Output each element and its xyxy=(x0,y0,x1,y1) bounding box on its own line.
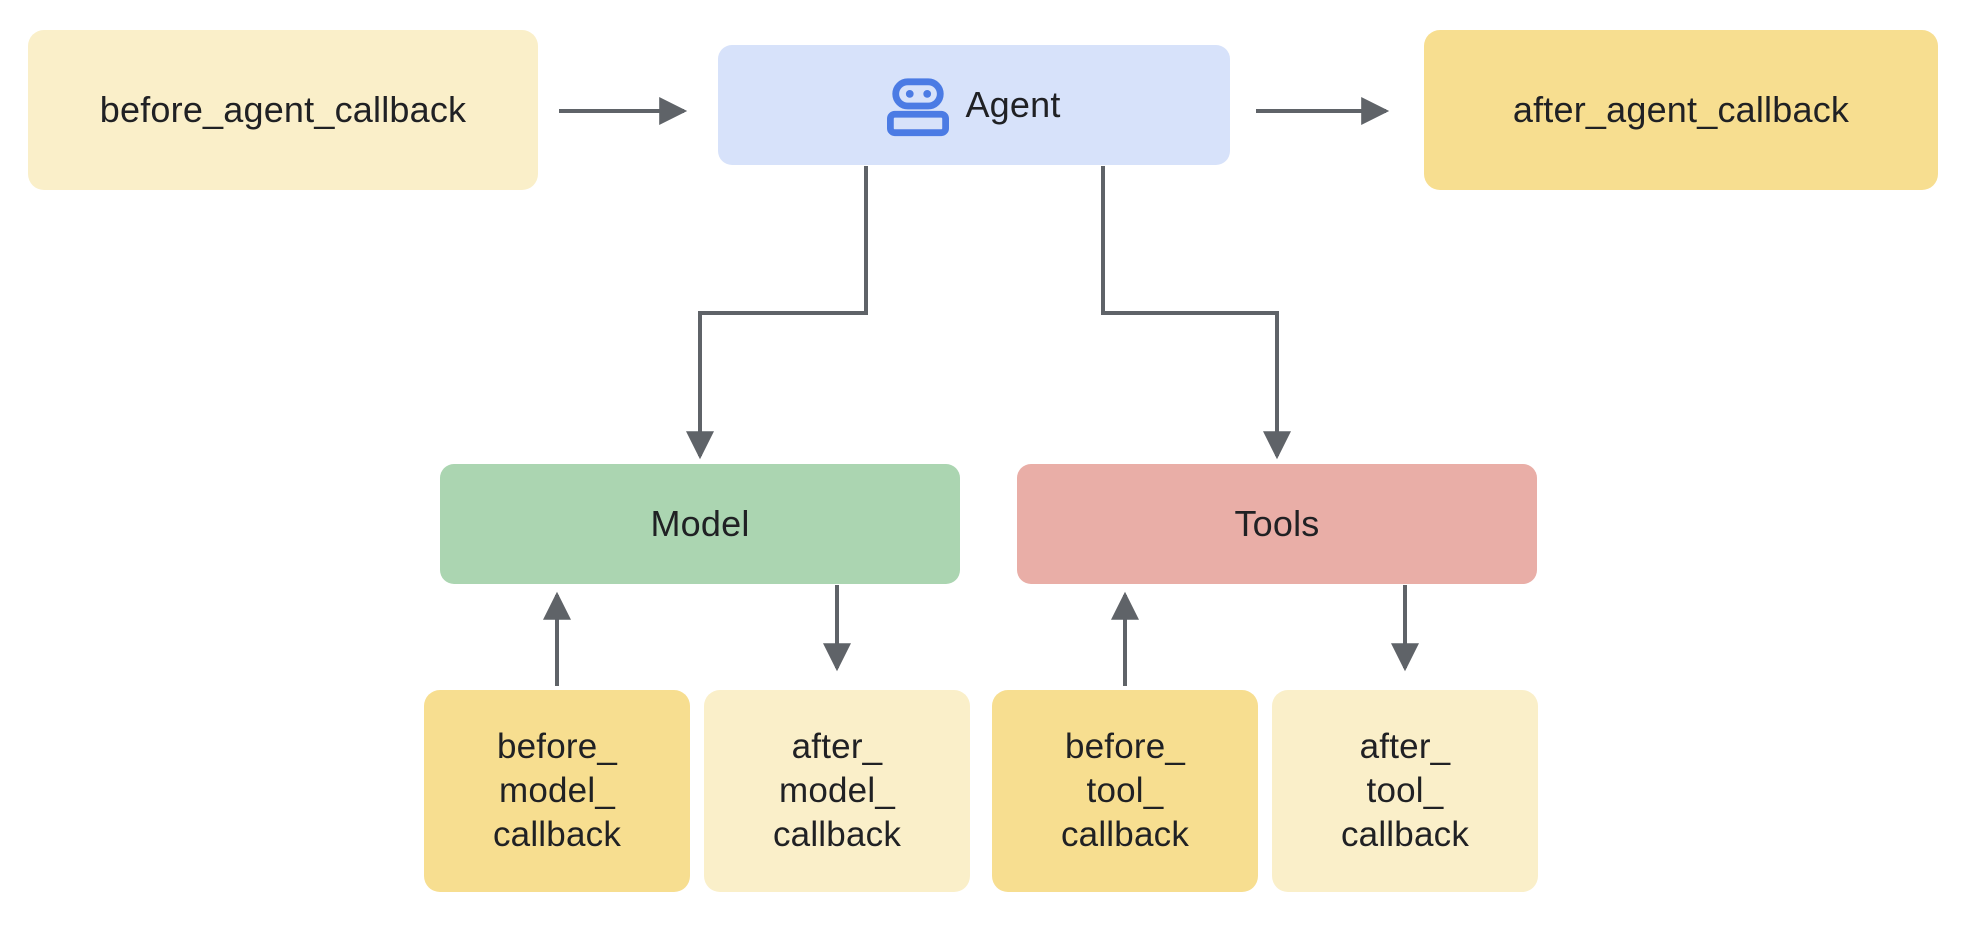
node-after-model-callback: after_ model_ callback xyxy=(704,690,970,892)
node-label-line: callback xyxy=(492,815,622,854)
node-label-line: before_ xyxy=(496,727,618,766)
node-label-line: callback xyxy=(772,815,902,854)
node-label: Model xyxy=(650,503,750,544)
edge-agent-to-tools xyxy=(1101,166,1291,460)
node-before-agent-callback: before_agent_callback xyxy=(28,30,538,190)
node-label-line: callback xyxy=(1060,815,1190,854)
node-label-line: callback xyxy=(1340,815,1470,854)
node-label: before_ model_ callback xyxy=(493,725,621,857)
node-label-line: model_ xyxy=(499,771,615,810)
node-label-line: model_ xyxy=(779,771,895,810)
robot-icon xyxy=(887,77,950,137)
node-label-line: before_ xyxy=(1064,727,1186,766)
node-tools: Tools xyxy=(1017,464,1537,584)
node-after-tool-callback: after_ tool_ callback xyxy=(1272,690,1538,892)
node-before-model-callback: before_ model_ callback xyxy=(424,690,690,892)
node-label: before_agent_callback xyxy=(99,89,467,130)
node-label: Tools xyxy=(1234,503,1320,544)
node-before-tool-callback: before_ tool_ callback xyxy=(992,690,1258,892)
node-model: Model xyxy=(440,464,960,584)
node-label-line: tool_ xyxy=(1086,771,1164,810)
node-after-agent-callback: after_agent_callback xyxy=(1424,30,1938,190)
node-label: after_agent_callback xyxy=(1512,89,1850,130)
node-agent: Agent xyxy=(718,45,1230,165)
node-label: after_ tool_ callback xyxy=(1341,725,1469,857)
node-label-line: after_ xyxy=(1359,727,1451,766)
edge-agent-to-model xyxy=(686,166,868,460)
node-label: Agent xyxy=(965,84,1061,125)
node-label-line: tool_ xyxy=(1366,771,1444,810)
node-label: before_ tool_ callback xyxy=(1061,725,1189,857)
node-label: after_ model_ callback xyxy=(773,725,901,857)
node-label-line: after_ xyxy=(791,727,883,766)
